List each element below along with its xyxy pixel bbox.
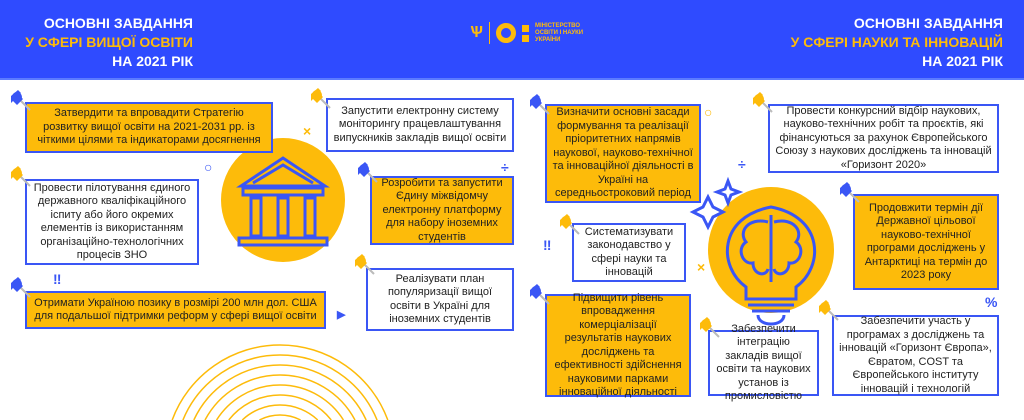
right-title-line3: НА 2021 РІК	[922, 53, 1003, 69]
right-title-line1: ОСНОВНІ ЗАВДАННЯ	[853, 15, 1003, 31]
task-text: Систематизувати законодавство у сфері на…	[584, 225, 674, 279]
arc-line	[259, 414, 301, 420]
right-title-line2: У СФЕРІ НАУКИ ТА ІННОВАЦІЙ	[790, 34, 1003, 50]
task-card: Підвищити рівень впровадження комерціалі…	[545, 291, 691, 399]
pushpin-icon	[557, 212, 580, 235]
logo-squares-icon	[521, 24, 529, 42]
divide-icon: ÷	[501, 159, 509, 175]
circle-decoration-icon: ○	[704, 104, 713, 120]
task-text: Продовжити термін дії Державної цільової…	[864, 201, 988, 282]
task-text: Отримати Україною позику в розмірі 200 м…	[34, 296, 317, 323]
ministry-logo: Ѱ МІНІСТЕРСТВО ОСВІТИ І НАУКИ УКРАЇНИ	[470, 22, 605, 44]
task-text: Провести пілотування єдиного державного …	[33, 181, 191, 262]
multiply-icon: ×	[303, 123, 312, 139]
task-card: Забезпечити участь у програмах з дослідж…	[832, 315, 999, 396]
arc-line	[193, 364, 367, 420]
task-text: Провести конкурсний відбір наукових, нау…	[775, 104, 992, 171]
pushpin-icon	[355, 160, 378, 183]
task-text: Забезпечити участь у програмах з дослідж…	[839, 315, 992, 395]
task-card: Систематизувати законодавство у сфері на…	[572, 223, 686, 282]
logo-divider	[488, 22, 490, 44]
logo-line1: МІНІСТЕРСТВО	[534, 22, 581, 29]
university-circle	[221, 138, 345, 262]
exclamation-icon: ‼	[53, 271, 62, 287]
pushpin-icon	[750, 90, 773, 113]
brain-lightbulb-icon	[689, 176, 817, 326]
task-text: Визначити основні засади формування та р…	[552, 106, 694, 200]
task-card: Провести конкурсний відбір наукових, нау…	[768, 104, 999, 173]
task-card: Реалізувати план популяризації вищої осв…	[366, 268, 514, 331]
pushpin-icon	[527, 282, 550, 305]
task-text: Підвищити рівень впровадження комерціалі…	[554, 291, 682, 399]
pushpin-icon	[8, 88, 31, 111]
exclamation-icon: ‼	[543, 237, 552, 253]
right-title: ОСНОВНІ ЗАВДАННЯ У СФЕРІ НАУКИ ТА ІННОВА…	[791, 14, 1003, 71]
left-title-line3: НА 2021 РІК	[112, 53, 193, 69]
task-text: Забезпечити інтеграцію закладів вищої ос…	[716, 322, 811, 403]
circle-decoration-icon: ○	[204, 159, 213, 175]
pushpin-icon	[837, 180, 860, 203]
logo-text: МІНІСТЕРСТВО ОСВІТИ І НАУКИ УКРАЇНИ	[535, 23, 605, 44]
task-card: Провести пілотування єдиного державного …	[25, 179, 199, 265]
bulb-circle	[689, 176, 834, 326]
pushpin-icon	[8, 275, 31, 298]
task-card: Затвердити та впровадити Стратегію розви…	[25, 102, 273, 153]
task-card: Забезпечити інтеграцію закладів вищої ос…	[708, 323, 819, 402]
pushpin-icon	[352, 252, 375, 275]
task-text: Запустити електронну систему моніторингу…	[333, 104, 507, 144]
arc-line	[215, 384, 345, 420]
concentric-arcs-decoration	[171, 344, 389, 420]
header-banner: ОСНОВНІ ЗАВДАННЯ У СФЕРІ ВИЩОЇ ОСВІТИ НА…	[0, 0, 1024, 80]
multiply-icon: ×	[697, 259, 706, 275]
pushpin-icon	[308, 86, 331, 109]
pushpin-icon	[697, 315, 720, 338]
task-card: Отримати Україною позику в розмірі 200 м…	[25, 291, 326, 329]
percent-icon: %	[985, 294, 998, 310]
task-card: Продовжити термін дії Державної цільової…	[853, 194, 999, 290]
pushpin-icon	[8, 164, 31, 187]
task-text: Реалізувати план популяризації вищої осв…	[387, 272, 493, 326]
task-text: Розробити та запустити Єдину міжвідомчу …	[381, 176, 503, 243]
logo-line2: ОСВІТИ І НАУКИ	[534, 29, 584, 36]
left-title-line2: У СФЕРІ ВИЩОЇ ОСВІТИ	[25, 34, 193, 50]
left-title-line1: ОСНОВНІ ЗАВДАННЯ	[43, 15, 193, 31]
arc-line	[204, 374, 356, 420]
task-card: Розробити та запустити Єдину міжвідомчу …	[370, 176, 514, 245]
arc-line	[171, 344, 389, 420]
left-title: ОСНОВНІ ЗАВДАННЯ У СФЕРІ ВИЩОЇ ОСВІТИ НА…	[25, 14, 193, 71]
task-card: Запустити електронну систему моніторингу…	[326, 98, 514, 152]
logo-ring-icon	[495, 23, 516, 43]
task-text: Затвердити та впровадити Стратегію розви…	[37, 107, 261, 147]
task-card: Визначити основні засади формування та р…	[545, 104, 701, 203]
play-triangle-icon: ▶	[337, 309, 346, 321]
pushpin-icon	[816, 298, 839, 321]
arc-line	[182, 354, 378, 420]
trident-icon: Ѱ	[470, 24, 483, 41]
pushpin-icon	[527, 92, 550, 115]
arc-line	[228, 394, 332, 420]
university-building-icon	[236, 156, 330, 247]
logo-line3: УКРАЇНИ	[534, 36, 561, 43]
divide-icon: ÷	[738, 156, 746, 172]
arc-line	[241, 404, 319, 420]
